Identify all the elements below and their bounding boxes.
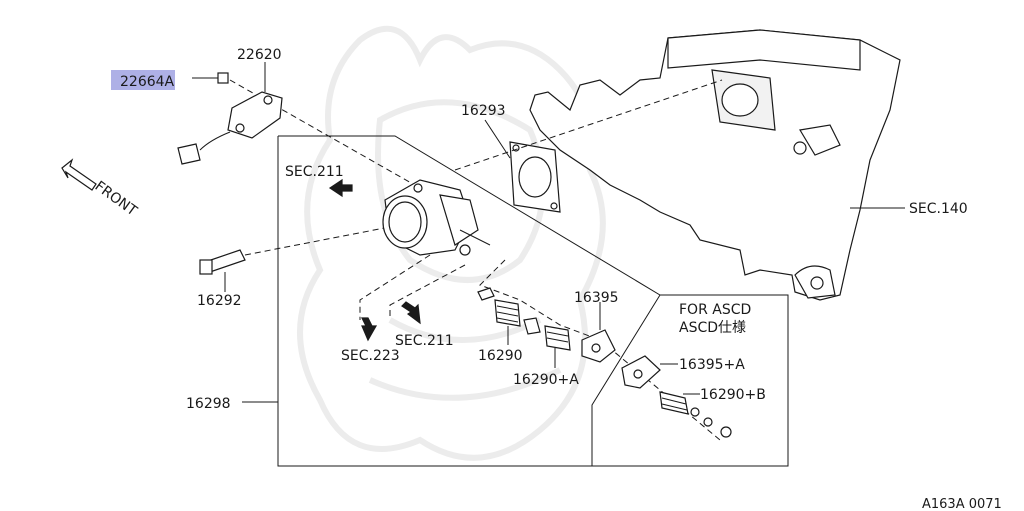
- throttle-position-sensor: [177, 91, 283, 165]
- arrow-sec211-lower: [401, 301, 421, 325]
- arrow-sec211-upper: [328, 178, 353, 198]
- gasket-leader: [484, 119, 511, 159]
- sensor-screw: [192, 72, 229, 84]
- lever-16395A: [621, 355, 661, 389]
- alignment-line-1: [229, 79, 421, 189]
- callout-16293[interactable]: 16293: [461, 103, 506, 119]
- callout-16290[interactable]: 16290: [478, 348, 523, 364]
- arrow-sec223: [361, 317, 378, 342]
- callout-22664A[interactable]: 22664A: [120, 74, 175, 90]
- alignment-line-2: [454, 79, 723, 171]
- callout-16290A[interactable]: 16290+A: [513, 372, 579, 388]
- throttle-body-bracket-outline: [277, 135, 789, 467]
- alignment-line-3: [244, 224, 401, 256]
- intake-manifold: [529, 29, 901, 301]
- alignment-line-6: [479, 259, 601, 341]
- callout-sec211-lower[interactable]: SEC.211: [395, 333, 454, 349]
- alignment-line-7: [599, 339, 721, 441]
- callout-16290B[interactable]: 16290+B: [700, 387, 766, 403]
- callout-16395[interactable]: 16395: [574, 290, 619, 306]
- front-indicator: FRONT: [61, 158, 140, 220]
- callout-16292[interactable]: 16292: [197, 293, 242, 309]
- front-label: FRONT: [92, 178, 140, 219]
- ascd-label-line2: ASCD仕様: [679, 320, 746, 336]
- diagram-code: A163A 0071: [922, 497, 1002, 511]
- callout-sec223[interactable]: SEC.223: [341, 348, 400, 364]
- spring-16290A: [523, 317, 571, 351]
- ascd-label-line1: FOR ASCD: [679, 302, 751, 318]
- gasket-16293: [509, 141, 561, 213]
- part-highlight: [111, 70, 175, 90]
- alignment-line-5: [389, 264, 466, 320]
- ascd-subbox-outline: [591, 294, 661, 466]
- callout-sec140[interactable]: SEC.140: [909, 201, 968, 217]
- callout-16298[interactable]: 16298: [186, 396, 231, 412]
- throttle-body: [382, 179, 491, 256]
- bolt-16292: [199, 249, 246, 275]
- lever-16395: [581, 329, 616, 363]
- spring-16290: [477, 287, 521, 327]
- callout-16395A[interactable]: 16395+A: [679, 357, 745, 373]
- alignment-line-4: [359, 254, 431, 320]
- callout-sec211-upper[interactable]: SEC.211: [285, 164, 344, 180]
- callout-22620[interactable]: 22620: [237, 47, 282, 63]
- spring-16290B: [659, 391, 732, 438]
